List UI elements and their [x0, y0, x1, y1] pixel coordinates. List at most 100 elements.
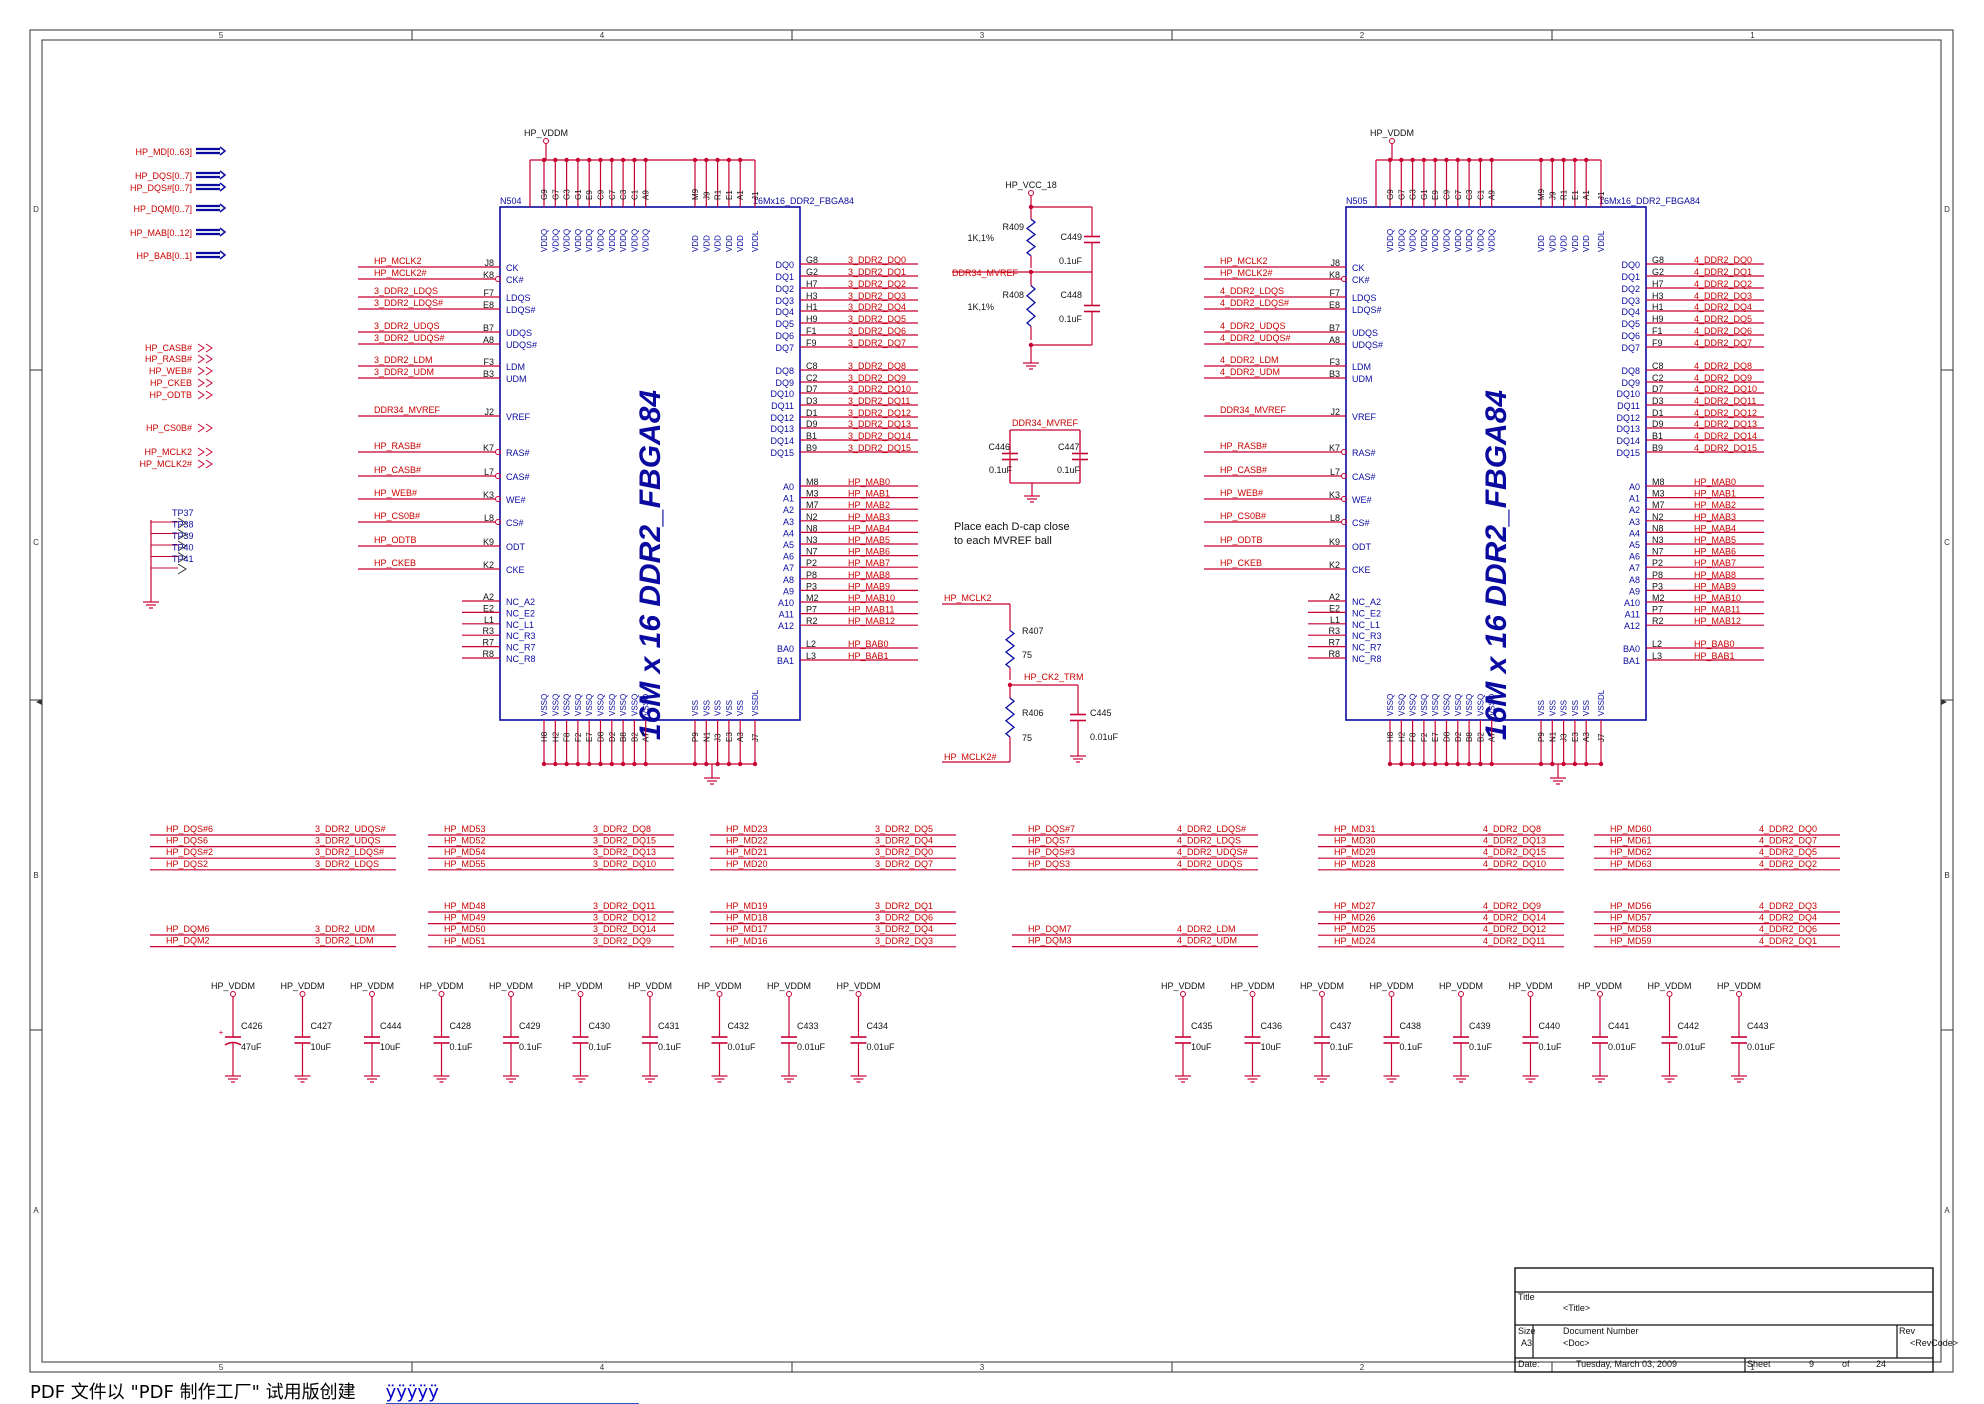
- pin-name-right: BA0: [1623, 644, 1640, 654]
- pin-name-right: A8: [783, 575, 794, 585]
- pin-name-top: VDDQ: [1386, 229, 1395, 252]
- pin-number-top: J1: [751, 191, 760, 200]
- junction-dot: [1421, 761, 1427, 767]
- pin-number-right: H1: [806, 302, 818, 312]
- input-port-label: HP_WEB#: [149, 366, 192, 376]
- junction-dot: [598, 761, 603, 767]
- net-label-right: 3_DDR2_DQ0: [848, 255, 906, 265]
- power-label: HP_VDDM: [1161, 981, 1205, 991]
- cap-value: 0.1uF: [989, 465, 1013, 475]
- pin-name-bottom: VSS: [1560, 700, 1569, 716]
- pin-name-bottom: VSSDL: [751, 689, 760, 716]
- net-label: DDR34_MVREF: [952, 268, 1019, 278]
- power-port-icon: HP_VDDM: [211, 981, 255, 997]
- net-label-left: HP_CS0B#: [1220, 511, 1266, 521]
- pin-name-right: A11: [1625, 610, 1640, 620]
- net-label-right: 4_DDR2_DQ4: [1694, 302, 1752, 312]
- ground-icon: [1175, 1070, 1191, 1083]
- capacitor-icon: [1731, 1010, 1747, 1070]
- pin-name-right: DQ10: [770, 389, 794, 399]
- pin-number-right: P7: [806, 605, 817, 615]
- pin-number-left: L8: [484, 513, 494, 523]
- pin-name-left: VREF: [1352, 412, 1377, 422]
- junction-dot: [598, 157, 603, 163]
- date-label: Date:: [1518, 1359, 1540, 1369]
- power-port-icon: HP_VDDM: [628, 981, 672, 997]
- net-map-from: HP_MD57: [1610, 913, 1652, 923]
- net-map-from: HP_DQM6: [166, 924, 210, 934]
- doc-value: <Doc>: [1563, 1338, 1590, 1348]
- zone-label-right: D: [1944, 205, 1950, 214]
- sheet-total: 24: [1876, 1359, 1886, 1369]
- pin-name-left: CKE: [506, 565, 525, 575]
- net-label: DDR34_MVREF: [1012, 418, 1079, 428]
- capacitor-icon: [711, 1010, 728, 1070]
- junction-dot: [620, 157, 626, 163]
- pin-number-bottom: F8: [1409, 732, 1418, 742]
- cap-refdes: C430: [589, 1021, 611, 1031]
- ground-icon: [1024, 490, 1040, 503]
- ground-icon: [781, 1070, 797, 1083]
- capacitor-icon: [1383, 1010, 1400, 1070]
- pin-name-right: DQ0: [1621, 260, 1640, 270]
- power-port-circle: [1597, 991, 1603, 997]
- zone-label-left: C: [33, 538, 39, 547]
- net-map-to: 3_DDR2_DQ1: [875, 901, 933, 911]
- pin-name-nc: NC_R8: [1352, 654, 1382, 664]
- pin-name-nc: NC_E2: [1352, 608, 1381, 618]
- net-map-to: 3_DDR2_DQ5: [875, 824, 933, 834]
- pin-number-left: E8: [483, 300, 494, 310]
- size-value: A3: [1521, 1338, 1532, 1348]
- input-arrow-icon: [197, 390, 213, 400]
- pin-name-top: VDDQ: [1454, 229, 1463, 252]
- cap-value: 0.01uF: [867, 1042, 896, 1052]
- capacitor-icon: [1592, 1010, 1608, 1070]
- junction-dot: [692, 157, 698, 163]
- net-map-from: HP_MD63: [1610, 859, 1652, 869]
- power-label: HP_VDDM: [211, 981, 255, 991]
- power-label: HP_VDDM: [419, 981, 463, 991]
- pin-number-right: P7: [1652, 605, 1663, 615]
- net-map-from: HP_MD27: [1334, 901, 1376, 911]
- input-ports: HP_CASB#HP_RASB#HP_WEB#HP_CKEBHP_ODTBHP_…: [139, 343, 213, 469]
- pin-number-bottom: H8: [540, 731, 549, 742]
- net-label-left: HP_ODTB: [1220, 535, 1263, 545]
- pin-number-right: G8: [1652, 255, 1664, 265]
- input-arrow-icon: [197, 343, 213, 353]
- pin-name-top: VDD: [702, 235, 711, 252]
- pin-number-right: F9: [806, 338, 817, 348]
- junction-dot: [1466, 761, 1472, 767]
- pin-number-right: D3: [1652, 396, 1664, 406]
- pin-name-top: VDD: [736, 235, 745, 252]
- input-port-label: HP_MCLK2#: [139, 459, 192, 469]
- pin-name-top: VDD: [1560, 235, 1569, 252]
- cap-refdes: C441: [1608, 1021, 1630, 1031]
- power-port-icon: HP_VDDM: [1369, 981, 1414, 997]
- pin-number-right: P2: [1652, 558, 1663, 568]
- pin-number-top: C7: [608, 189, 617, 200]
- pin-name-left: LDQS#: [506, 305, 536, 315]
- pin-number-right: B1: [806, 431, 817, 441]
- pin-name-bottom: VSSQ: [585, 694, 594, 716]
- cap-value: 0.1uF: [1057, 465, 1081, 475]
- pin-name-right: A10: [778, 598, 794, 608]
- net-label-right: 3_DDR2_DQ6: [848, 326, 906, 336]
- junction-dot: [609, 157, 614, 163]
- pin-name-nc: NC_A2: [1352, 597, 1381, 607]
- pin-number-top: G7: [1397, 189, 1406, 200]
- pin-number-left: L8: [1330, 513, 1340, 523]
- pin-number-nc: L1: [1330, 615, 1340, 625]
- rev-value: <RevCode>: [1910, 1338, 1958, 1348]
- res-zigzag: [1025, 218, 1037, 257]
- net-map-to: 3_DDR2_UDQS#: [315, 824, 386, 834]
- net-label-right: HP_MAB10: [848, 593, 895, 603]
- pin-number-right: R2: [1652, 616, 1664, 626]
- pin-number-bottom: B8: [1465, 732, 1474, 742]
- pin-number-top: J9: [702, 191, 711, 200]
- active-low-bubble: [1341, 449, 1347, 455]
- net-label-right: 3_DDR2_DQ7: [848, 338, 906, 348]
